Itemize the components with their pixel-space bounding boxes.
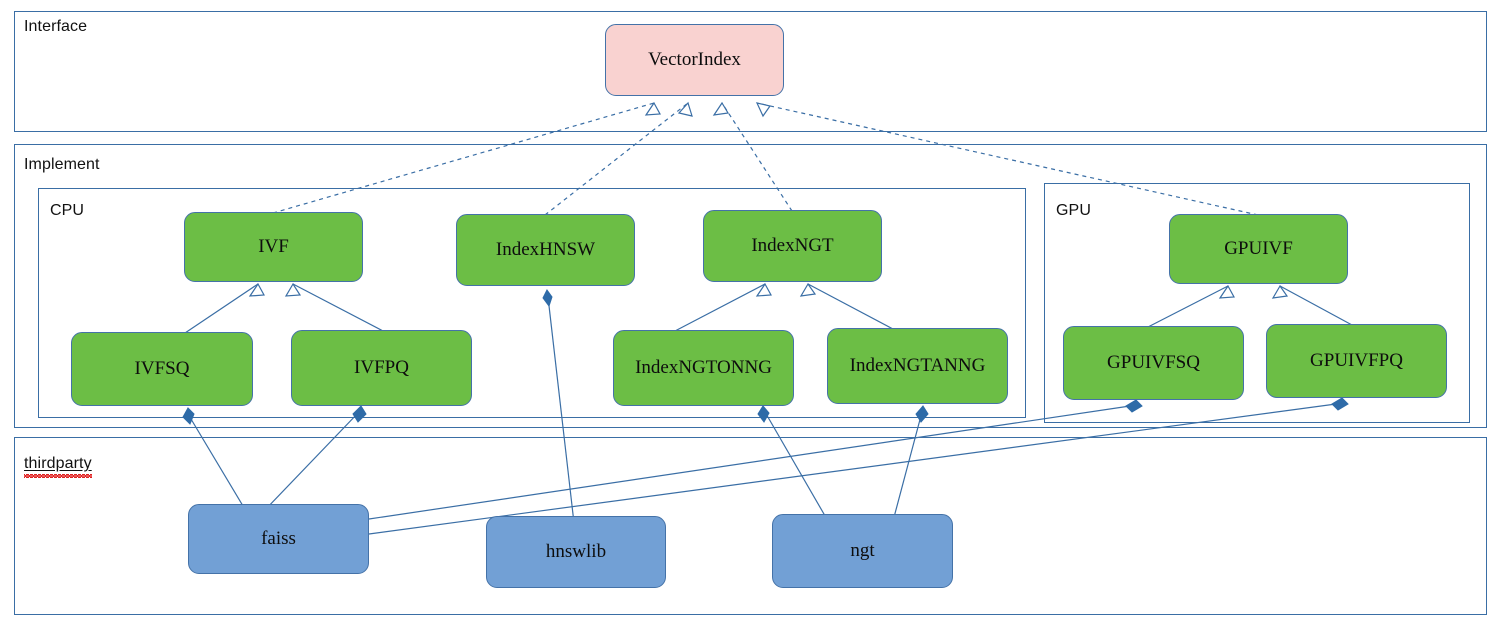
class-node-indexngtanng[interactable]: IndexNGTANNG [827,328,1008,404]
class-node-ngt[interactable]: ngt [772,514,953,588]
class-node-vectorindex[interactable]: VectorIndex [605,24,784,96]
group-label-thirdparty: thirdparty [24,455,92,478]
class-label-hnswlib: hnswlib [545,540,607,562]
class-node-gpuivfsq[interactable]: GPUIVFSQ [1063,326,1244,400]
class-label-vectorindex: VectorIndex [648,48,741,70]
class-label-ngt: ngt [850,539,875,561]
class-label-gpuivfsq: GPUIVFSQ [1107,351,1200,373]
class-node-faiss[interactable]: faiss [188,504,369,574]
class-node-indexngt[interactable]: IndexNGT [703,210,882,282]
class-node-ivf[interactable]: IVF [184,212,363,282]
class-node-indexhnsw[interactable]: IndexHNSW [456,214,635,286]
class-label-indexngtanng: IndexNGTANNG [849,354,986,376]
group-label-gpu: GPU [1056,202,1091,219]
class-label-ivfpq: IVFPQ [354,356,409,378]
class-node-gpuivfpq[interactable]: GPUIVFPQ [1266,324,1447,398]
class-node-ivfsq[interactable]: IVFSQ [71,332,253,406]
class-label-indexngt: IndexNGT [751,234,834,256]
class-label-indexhnsw: IndexHNSW [495,238,596,260]
class-node-indexngtonng[interactable]: IndexNGTONNG [613,330,794,406]
class-label-gpuivfpq: GPUIVFPQ [1310,349,1403,371]
class-node-ivfpq[interactable]: IVFPQ [291,330,472,406]
class-node-hnswlib[interactable]: hnswlib [486,516,666,588]
class-node-gpuivf[interactable]: GPUIVF [1169,214,1348,284]
group-label-interface: Interface [24,18,88,35]
class-label-ivf: IVF [258,235,289,257]
class-label-ivfsq: IVFSQ [134,357,190,379]
spellcheck-squiggle-icon [24,474,92,478]
group-label-cpu: CPU [50,202,85,219]
class-label-indexngtonng: IndexNGTONNG [635,356,772,378]
group-label-implement: Implement [24,156,100,173]
class-label-gpuivf: GPUIVF [1224,237,1293,259]
class-label-faiss: faiss [261,527,296,549]
